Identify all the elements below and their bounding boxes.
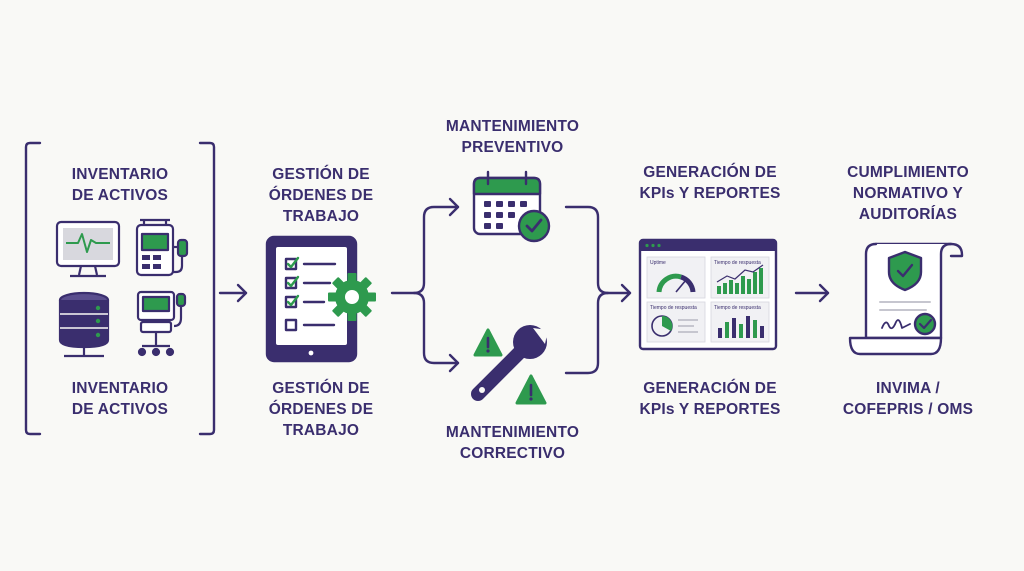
- certificate-shield-icon: [848, 242, 964, 356]
- arrow-right-icon: [218, 283, 248, 303]
- preventive-title: MANTENIMIENTO PREVENTIVO: [425, 116, 600, 158]
- left-bracket: [24, 141, 42, 436]
- kpis-caption-line-2: KPIs Y REPORTES: [639, 401, 781, 418]
- kpis-caption: GENERACIÓN DE KPIs Y REPORTES: [620, 378, 800, 420]
- monitor-icon: [55, 220, 121, 278]
- inventory-caption-line-1: INVENTARIO: [71, 380, 169, 397]
- compliance-caption: INVIMA / COFEPRIS / OMS: [818, 378, 998, 420]
- preventive-title-line-1: MANTENIMIENTO: [445, 118, 580, 135]
- corrective-title-line-1: MANTENIMIENTO: [445, 424, 580, 441]
- compliance-title-line-3: AUDITORÍAS: [858, 206, 958, 223]
- compliance-caption-line-2: COFEPRIS / OMS: [842, 401, 974, 418]
- kpis-title-line-1: GENERACIÓN DE: [643, 164, 777, 181]
- server-database-icon: [58, 291, 110, 358]
- inventory-caption: INVENTARIO DE ACTIVOS: [40, 378, 200, 420]
- tablet-checklist-icon: [265, 235, 358, 363]
- work-orders-caption-line-1: GESTIÓN DE: [272, 380, 370, 397]
- split-arrow: [390, 197, 460, 373]
- wrench-icon: [471, 325, 548, 401]
- panel-uptime-label: Uptime: [650, 260, 666, 266]
- calendar-check-icon: [472, 170, 551, 243]
- medical-cart-icon: [136, 290, 187, 357]
- panel-response-label-3: Tiempo de respuesta: [714, 305, 761, 311]
- corrective-title-line-2: CORRECTIVO: [459, 445, 566, 462]
- warning-icon: [473, 328, 503, 357]
- work-orders-title-line-1: GESTIÓN DE: [272, 166, 370, 183]
- work-orders-title-line-3: TRABAJO: [282, 208, 360, 225]
- work-orders-caption-line-2: ÓRDENES DE: [268, 401, 374, 418]
- work-orders-title-line-2: ÓRDENES DE: [268, 187, 374, 204]
- warning-icon: [515, 374, 547, 405]
- inventory-title-line-2: DE ACTIVOS: [71, 187, 169, 204]
- preventive-title-line-2: PREVENTIVO: [461, 139, 564, 156]
- kpis-caption-line-1: GENERACIÓN DE: [643, 380, 777, 397]
- kpis-title: GENERACIÓN DE KPIs Y REPORTES: [620, 162, 800, 204]
- panel-response-label-1: Tiempo de respuesta: [714, 260, 761, 266]
- work-orders-caption-line-3: TRABAJO: [282, 422, 360, 439]
- panel-response-label-2: Tiempo de respuesta: [650, 305, 697, 311]
- inventory-title-line-1: INVENTARIO: [71, 166, 169, 183]
- merge-arrow: [564, 205, 632, 375]
- kpis-title-line-2: KPIs Y REPORTES: [639, 185, 781, 202]
- arrow-right-icon: [794, 283, 830, 303]
- work-orders-caption: GESTIÓN DE ÓRDENES DE TRABAJO: [236, 378, 406, 441]
- compliance-caption-line-1: INVIMA /: [876, 380, 940, 397]
- inventory-title: INVENTARIO DE ACTIVOS: [40, 164, 200, 206]
- right-bracket: [198, 141, 216, 436]
- gear-icon: [328, 273, 376, 321]
- infusion-pump-icon: [135, 218, 189, 277]
- compliance-title: CUMPLIMIENTO NORMATIVO Y AUDITORÍAS: [818, 162, 998, 225]
- dashboard-window-icon: Uptime Tiempo de respuesta Tiempo de res…: [638, 238, 778, 351]
- work-orders-title: GESTIÓN DE ÓRDENES DE TRABAJO: [236, 164, 406, 227]
- compliance-title-line-2: NORMATIVO Y: [852, 185, 964, 202]
- inventory-caption-line-2: DE ACTIVOS: [71, 401, 169, 418]
- compliance-title-line-1: CUMPLIMIENTO: [847, 164, 969, 181]
- corrective-title: MANTENIMIENTO CORRECTIVO: [425, 422, 600, 464]
